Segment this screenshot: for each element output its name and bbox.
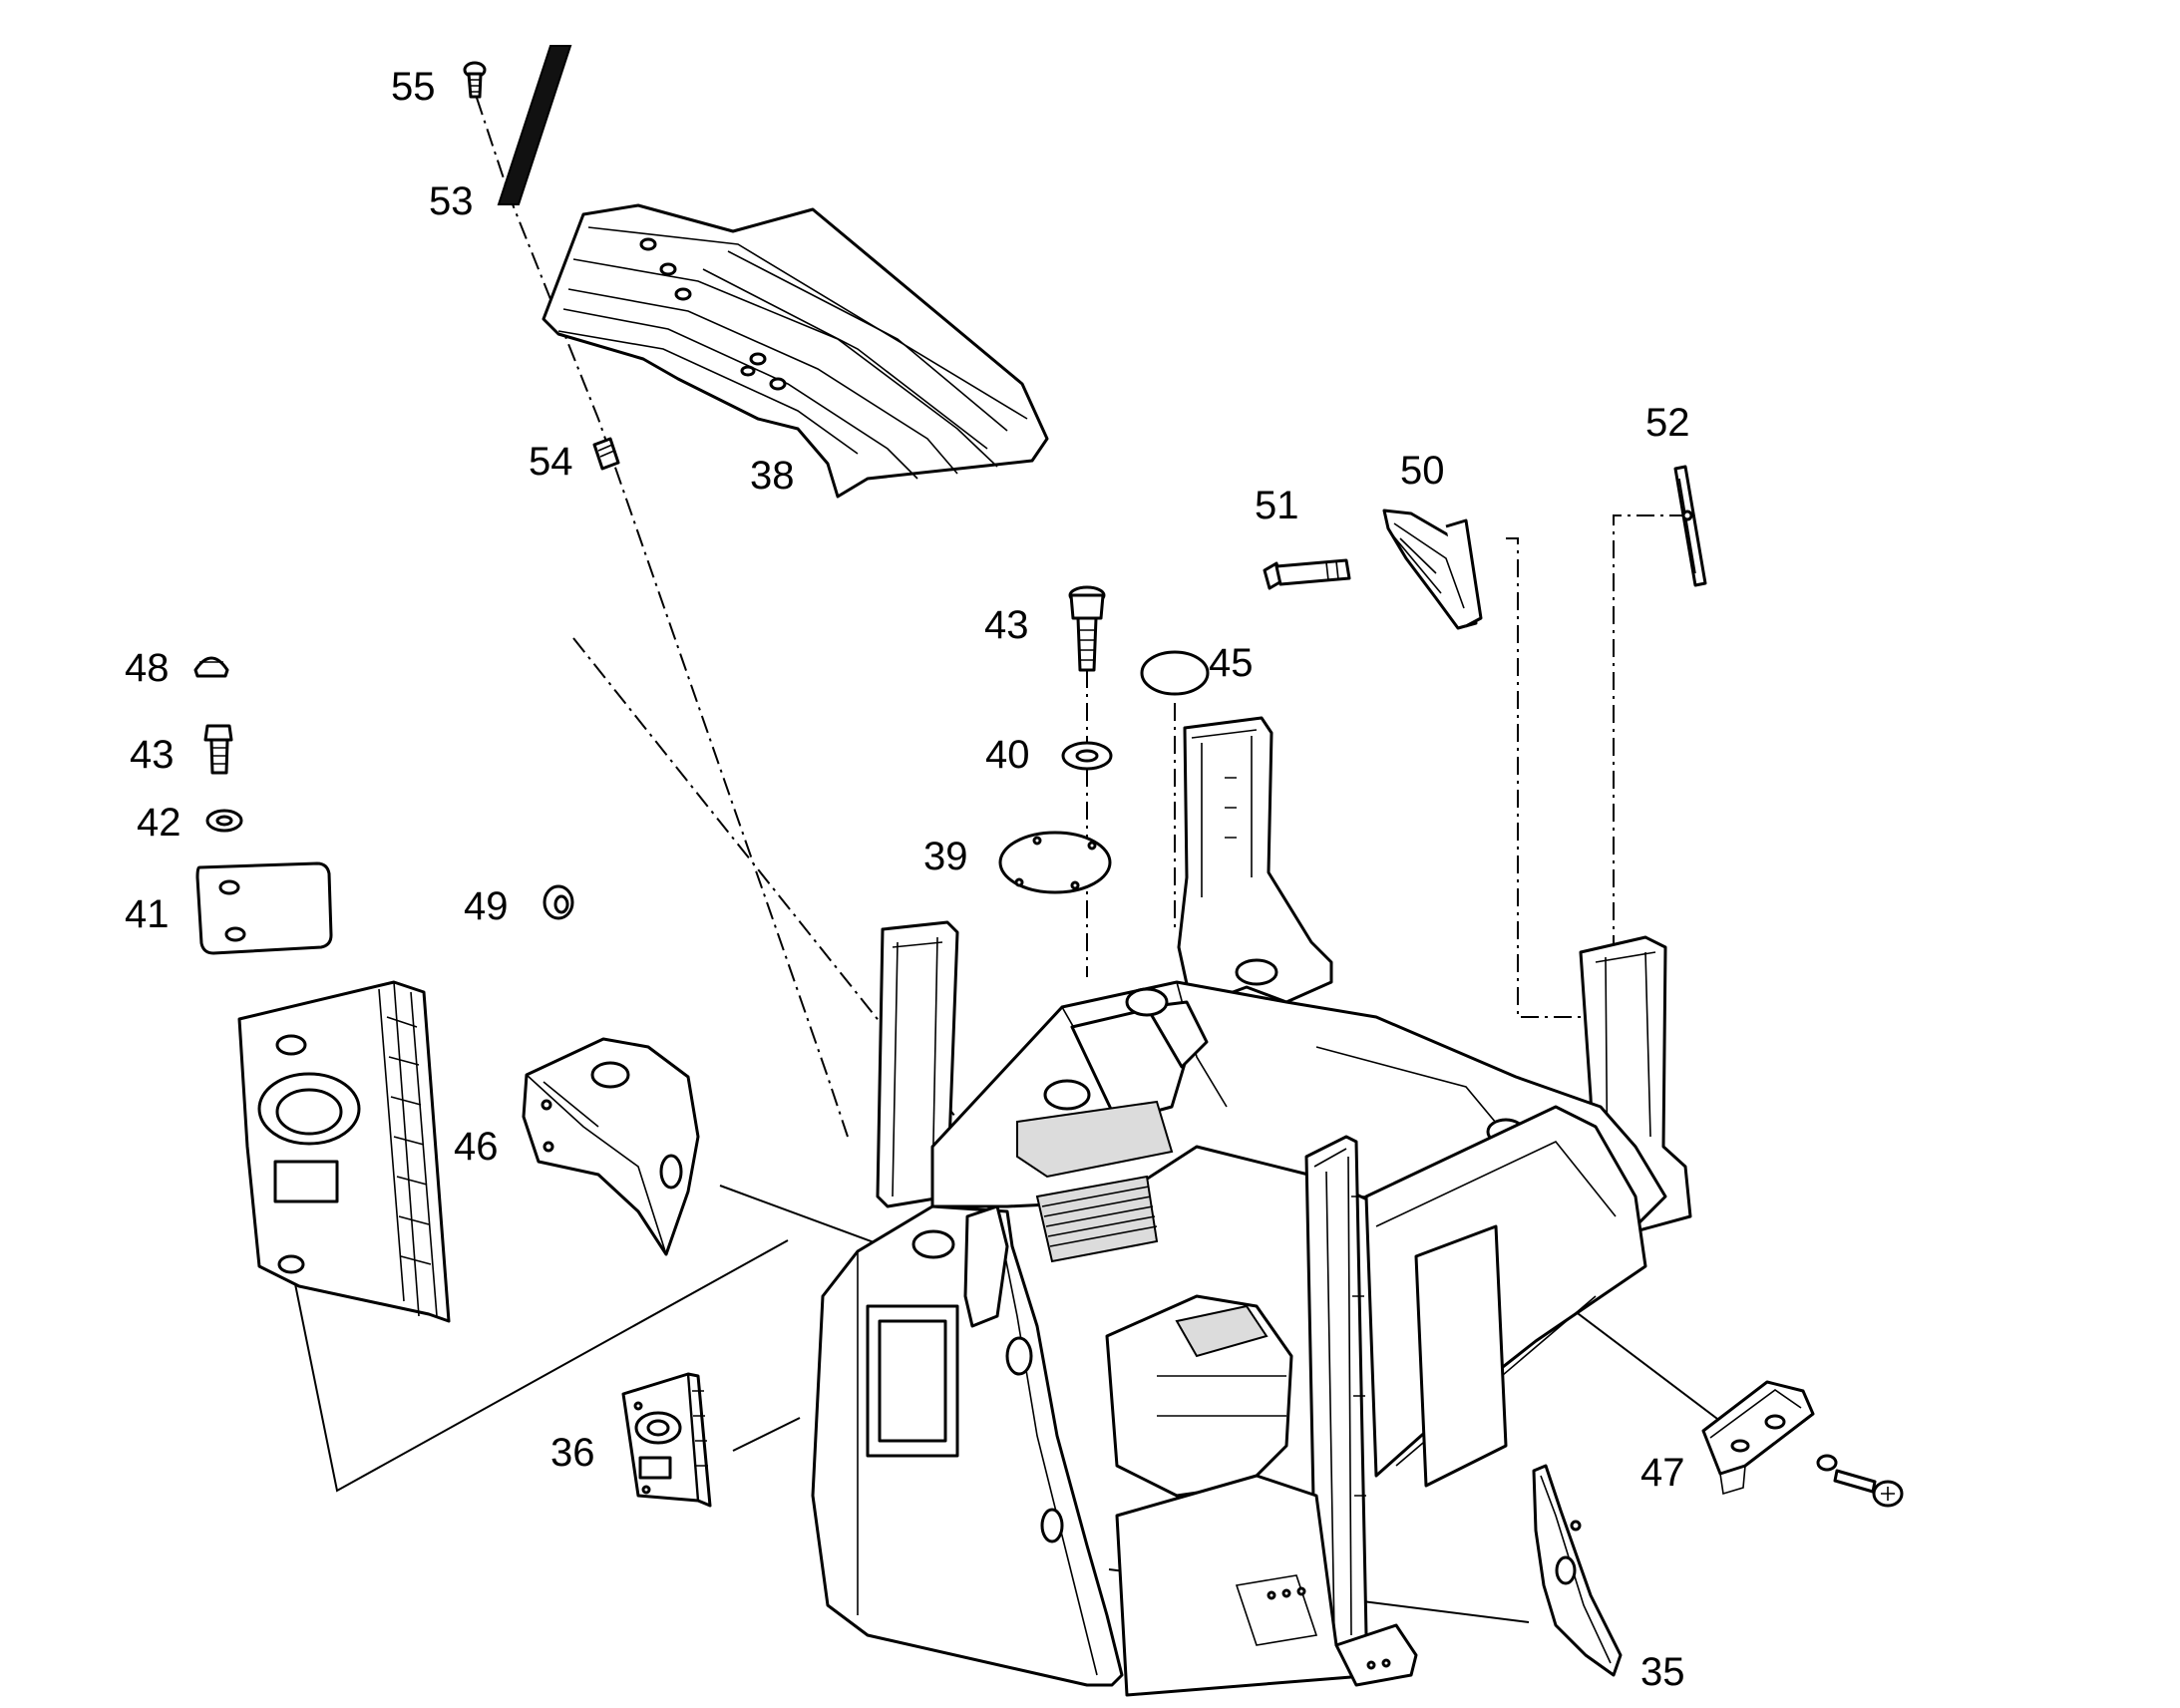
bolt-43-left [203, 724, 233, 775]
callout-43-upper: 43 [984, 603, 1029, 647]
callout-41: 41 [125, 892, 170, 936]
callout-47: 47 [1640, 1451, 1685, 1495]
main-frame [811, 716, 1692, 1697]
shroud-46 [522, 1037, 700, 1256]
o-ring-45 [1140, 650, 1210, 696]
callout-45: 45 [1209, 641, 1254, 685]
cap-nut-48 [193, 656, 229, 678]
callout-35: 35 [1640, 1650, 1685, 1694]
callout-51: 51 [1255, 484, 1299, 527]
callout-55: 55 [391, 65, 436, 109]
bolt-43-upper [1068, 585, 1106, 672]
callout-42: 42 [137, 801, 182, 845]
callout-53: 53 [429, 179, 474, 223]
callout-40: 40 [985, 733, 1030, 777]
callout-36: 36 [550, 1431, 595, 1475]
assembly-lines [476, 97, 1687, 1158]
callout-54: 54 [529, 440, 573, 484]
washer-42 [205, 809, 243, 833]
gasket-39 [998, 831, 1112, 894]
rubber-strip-53 [497, 45, 572, 205]
bracket-35 [1532, 1464, 1623, 1677]
washer-40 [1061, 741, 1113, 771]
bracket-52 [1673, 465, 1707, 587]
side-plate-36 [621, 1372, 712, 1508]
pin-51 [1263, 558, 1351, 590]
hook-bracket-50 [1382, 509, 1483, 630]
callout-38: 38 [750, 454, 795, 498]
callouts: 55 53 54 38 52 50 51 43 45 48 43 42 41 4… [125, 65, 1690, 1694]
callout-50: 50 [1400, 449, 1445, 493]
top-tray-38 [542, 203, 1049, 499]
callout-46: 46 [454, 1125, 499, 1169]
screw-47 [1816, 1454, 1904, 1508]
callout-39: 39 [923, 835, 968, 878]
callout-43-left: 43 [130, 733, 175, 777]
bracket-47 [1701, 1380, 1815, 1496]
clip-54 [592, 437, 620, 471]
plate-41 [195, 861, 333, 955]
grommet-49 [543, 884, 574, 920]
callout-52: 52 [1645, 401, 1690, 445]
callout-49: 49 [464, 884, 509, 928]
left-side-panel [237, 980, 451, 1323]
callout-48: 48 [125, 646, 170, 690]
screw-55 [463, 61, 487, 99]
